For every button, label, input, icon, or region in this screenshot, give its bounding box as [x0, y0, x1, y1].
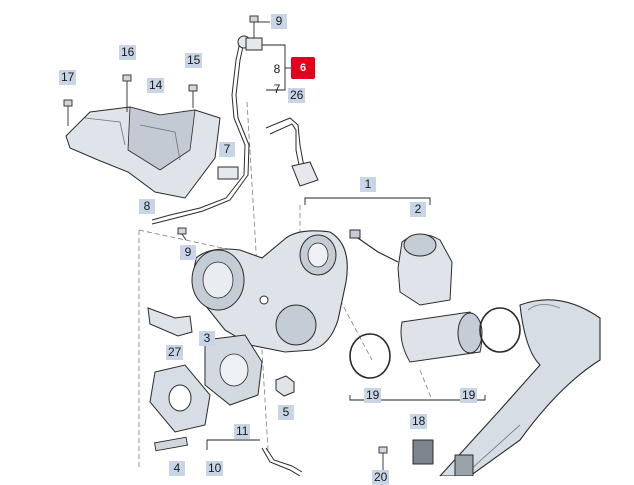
callout-19-left: 19 [364, 388, 382, 403]
callout-16: 16 [119, 45, 137, 60]
callout-5: 5 [278, 405, 294, 420]
turbocharger-part [191, 230, 348, 406]
callout-1: 1 [360, 177, 376, 192]
charge-pipe-part-18 [349, 307, 521, 379]
callout-7-mid: 7 [219, 142, 235, 157]
callout-9-mid: 9 [180, 245, 196, 260]
bolts [63, 15, 388, 470]
heat-shield-part [65, 106, 221, 199]
callout-11: 11 [234, 424, 251, 439]
callout-8-top: 8 [273, 62, 281, 76]
oil-lines [151, 35, 319, 477]
intake-hose-part [438, 299, 601, 477]
pressure-sensor-part-20 [412, 439, 474, 477]
callout-17: 17 [59, 70, 77, 85]
callout-10: 10 [206, 461, 224, 476]
callout-18: 18 [410, 414, 428, 429]
callout-20: 20 [372, 470, 390, 485]
callout-4: 4 [169, 461, 185, 476]
sensor-part-27 [147, 307, 193, 337]
callout-27: 27 [166, 345, 184, 360]
bracket-lines [206, 21, 486, 450]
callout-9-top: 9 [271, 14, 287, 29]
callout-7-top: 7 [273, 82, 281, 96]
callout-3: 3 [199, 331, 215, 346]
callout-19-right: 19 [460, 388, 478, 403]
actuator-part-2 [349, 229, 453, 306]
callout-15: 15 [185, 53, 203, 68]
callout-2: 2 [410, 202, 426, 217]
nut-part-5 [275, 375, 295, 397]
callout-26: 26 [288, 88, 306, 103]
callout-8-mid: 8 [139, 199, 155, 214]
gasket-part [149, 364, 211, 433]
callout-14: 14 [147, 78, 165, 93]
highlighted-part-6[interactable]: 6 [291, 57, 315, 79]
